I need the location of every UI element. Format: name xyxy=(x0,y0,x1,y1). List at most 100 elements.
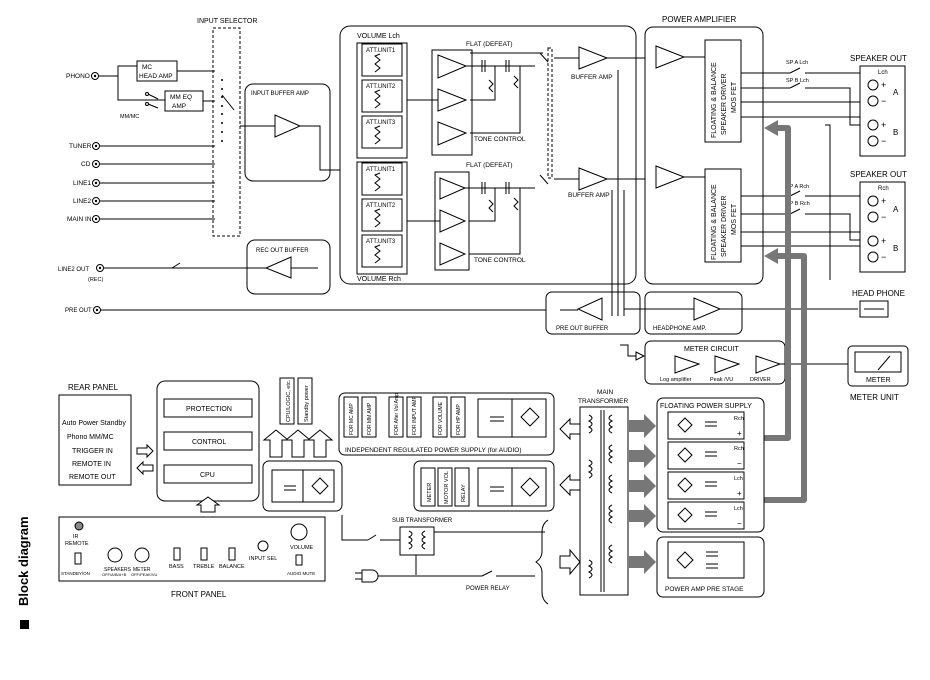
svg-text:FOR INPUT AMP: FOR INPUT AMP xyxy=(412,396,418,435)
svg-text:BUFFER AMP: BUFFER AMP xyxy=(568,192,610,199)
front-panel: IR REMOTE STANDBY/ON SPEAKERS OFF/A/B/A+… xyxy=(58,516,326,599)
svg-text:LINE1: LINE1 xyxy=(73,180,91,187)
speaker-out-rch: SPEAKER OUT Rch + − A + − B xyxy=(850,170,907,273)
svg-text:BASS: BASS xyxy=(169,564,184,570)
rear-panel: REAR PANEL Auto Power Standby Phono MM/M… xyxy=(58,383,154,486)
svg-text:REC OUT BUFFER: REC OUT BUFFER xyxy=(256,248,309,254)
meter-circuit: METER CIRCUIT Log amplifier Peak /VU DRI… xyxy=(620,340,848,385)
meter-unit: METER METER UNIT xyxy=(847,345,909,402)
sub-transformer: SUB TRANSFORMER xyxy=(367,518,545,575)
svg-text:ATT.UNIT3: ATT.UNIT3 xyxy=(366,120,396,126)
svg-text:FLAT (DEFEAT): FLAT (DEFEAT) xyxy=(466,162,513,169)
svg-text:SPEAKER OUT: SPEAKER OUT xyxy=(850,170,907,179)
svg-text:A: A xyxy=(893,88,899,97)
svg-text:FLOATING & BALANCE: FLOATING & BALANCE xyxy=(711,184,718,260)
svg-text:REAR PANEL: REAR PANEL xyxy=(68,383,119,392)
svg-text:OFF/A/B/A+B: OFF/A/B/A+B xyxy=(102,572,127,577)
svg-text:Rch: Rch xyxy=(734,446,744,452)
svg-text:ATT.UNIT3: ATT.UNIT3 xyxy=(366,239,396,245)
svg-text:+: + xyxy=(881,120,886,130)
svg-text:B: B xyxy=(893,128,898,137)
phono-amps: MC HEAD AMP MM EQ AMP MM/MC xyxy=(99,60,215,120)
headphone-jack: HEAD PHONE xyxy=(852,289,905,318)
svg-text:+: + xyxy=(881,80,886,90)
svg-text:METER: METER xyxy=(133,567,151,573)
line-inputs: TUNER CD LINE1 LINE2 MAIN IN xyxy=(67,142,215,223)
svg-text:TREBLE: TREBLE xyxy=(193,564,215,570)
svg-text:REMOTE: REMOTE xyxy=(65,541,89,547)
svg-text:AMP: AMP xyxy=(172,103,186,110)
phono-input: PHONO xyxy=(66,72,99,80)
svg-text:−: − xyxy=(881,96,886,106)
svg-text:BUFFER AMP: BUFFER AMP xyxy=(571,74,613,81)
svg-text:A: A xyxy=(893,205,899,214)
svg-text:TRIGGER IN: TRIGGER IN xyxy=(72,448,113,455)
svg-text:SPEAKER DRIVER: SPEAKER DRIVER xyxy=(721,196,728,257)
svg-text:FOR MC AMP: FOR MC AMP xyxy=(349,403,355,435)
independent-power-supply: FOR MC AMP FOR MM AMP FOR After Vol Amp … xyxy=(338,392,555,456)
svg-text:Standby power: Standby power xyxy=(304,385,310,422)
svg-text:(REC): (REC) xyxy=(88,277,103,283)
svg-text:B: B xyxy=(893,244,898,253)
svg-text:Auto Power Standby: Auto Power Standby xyxy=(62,420,126,427)
svg-text:FOR After Vol Amp: FOR After Vol Amp xyxy=(394,393,400,435)
svg-text:METER CIRCUIT: METER CIRCUIT xyxy=(684,346,740,353)
svg-text:INPUT BUFFER AMP: INPUT BUFFER AMP xyxy=(251,91,309,97)
floating-supply-feeds xyxy=(764,120,831,503)
svg-text:MOTOR VOL: MOTOR VOL xyxy=(444,471,450,504)
svg-text:TUNER: TUNER xyxy=(69,143,92,150)
svg-text:VOLUME Rch: VOLUME Rch xyxy=(357,276,401,283)
svg-text:−: − xyxy=(737,519,742,528)
svg-text:−: − xyxy=(881,252,886,262)
svg-text:CD: CD xyxy=(81,161,91,168)
irps-arrow xyxy=(559,417,581,441)
svg-text:METER: METER xyxy=(866,377,891,384)
svg-text:MC: MC xyxy=(142,64,152,71)
svg-text:−: − xyxy=(881,212,886,222)
svg-text:STANDBY/ON: STANDBY/ON xyxy=(61,571,90,576)
svg-text:Rch: Rch xyxy=(878,186,889,192)
svg-text:MM/MC: MM/MC xyxy=(120,114,139,120)
svg-text:CPU/LOGIC, etc.: CPU/LOGIC, etc. xyxy=(286,379,292,422)
svg-text:MM EQ: MM EQ xyxy=(170,94,192,101)
svg-text:Phono MM/MC: Phono MM/MC xyxy=(67,434,114,441)
svg-text:IR: IR xyxy=(73,534,79,540)
svg-text:VOLUME: VOLUME xyxy=(290,545,314,551)
svg-text:POWER RELAY: POWER RELAY xyxy=(466,586,510,592)
svg-text:CONTROL: CONTROL xyxy=(192,439,226,446)
svg-text:LINE2 OUT: LINE2 OUT xyxy=(58,267,89,273)
svg-text:SUB TRANSFORMER: SUB TRANSFORMER xyxy=(392,518,453,524)
side-title-bullet xyxy=(20,620,29,629)
svg-text:PROTECTION: PROTECTION xyxy=(186,406,232,413)
svg-text:Lch: Lch xyxy=(734,506,743,512)
svg-text:MAIN IN: MAIN IN xyxy=(67,216,92,223)
svg-text:−: − xyxy=(737,459,742,468)
svg-text:INPUT SEL: INPUT SEL xyxy=(249,556,277,562)
svg-text:HEADPHONE AMP.: HEADPHONE AMP. xyxy=(653,326,707,332)
svg-text:SP B Lch: SP B Lch xyxy=(786,78,809,84)
speaker-out-lch: SPEAKER OUT Lch + − A + − B xyxy=(850,54,907,157)
svg-text:+: + xyxy=(737,489,742,498)
svg-text:+: + xyxy=(737,429,742,438)
meter-motor-relay-supply: METER MOTOR VOL RELAY xyxy=(413,460,555,512)
svg-text:FOR VOLUME: FOR VOLUME xyxy=(438,401,444,435)
side-title: Block diagram xyxy=(16,516,31,606)
svg-text:HEAD AMP: HEAD AMP xyxy=(139,73,173,80)
svg-text:POWER AMPLIFIER: POWER AMPLIFIER xyxy=(662,15,736,24)
svg-text:PRE OUT BUFFER: PRE OUT BUFFER xyxy=(556,326,609,332)
svg-text:+: + xyxy=(881,196,886,206)
svg-text:HEAD PHONE: HEAD PHONE xyxy=(852,289,905,298)
svg-text:REMOTE OUT: REMOTE OUT xyxy=(69,474,116,481)
svg-text:METER UNIT: METER UNIT xyxy=(850,393,899,402)
svg-text:Lch: Lch xyxy=(734,476,743,482)
meter-supply-arrow xyxy=(559,473,581,497)
svg-text:TRANSFORMER: TRANSFORMER xyxy=(578,398,629,405)
svg-text:FOR HP AMP: FOR HP AMP xyxy=(456,404,462,435)
pre-out-buffer: PRE OUT BUFFER xyxy=(545,70,641,335)
svg-text:AUDIO MUTE: AUDIO MUTE xyxy=(287,571,315,576)
svg-text:Log amplifier: Log amplifier xyxy=(660,377,692,383)
svg-text:−: − xyxy=(881,136,886,146)
control-block: PROTECTION CONTROL CPU xyxy=(156,380,260,513)
volume-section: VOLUME Lch VOLUME Rch ATT.UNIT1 ATT.UNIT… xyxy=(339,25,655,285)
power-relay: POWER RELAY xyxy=(355,519,549,605)
